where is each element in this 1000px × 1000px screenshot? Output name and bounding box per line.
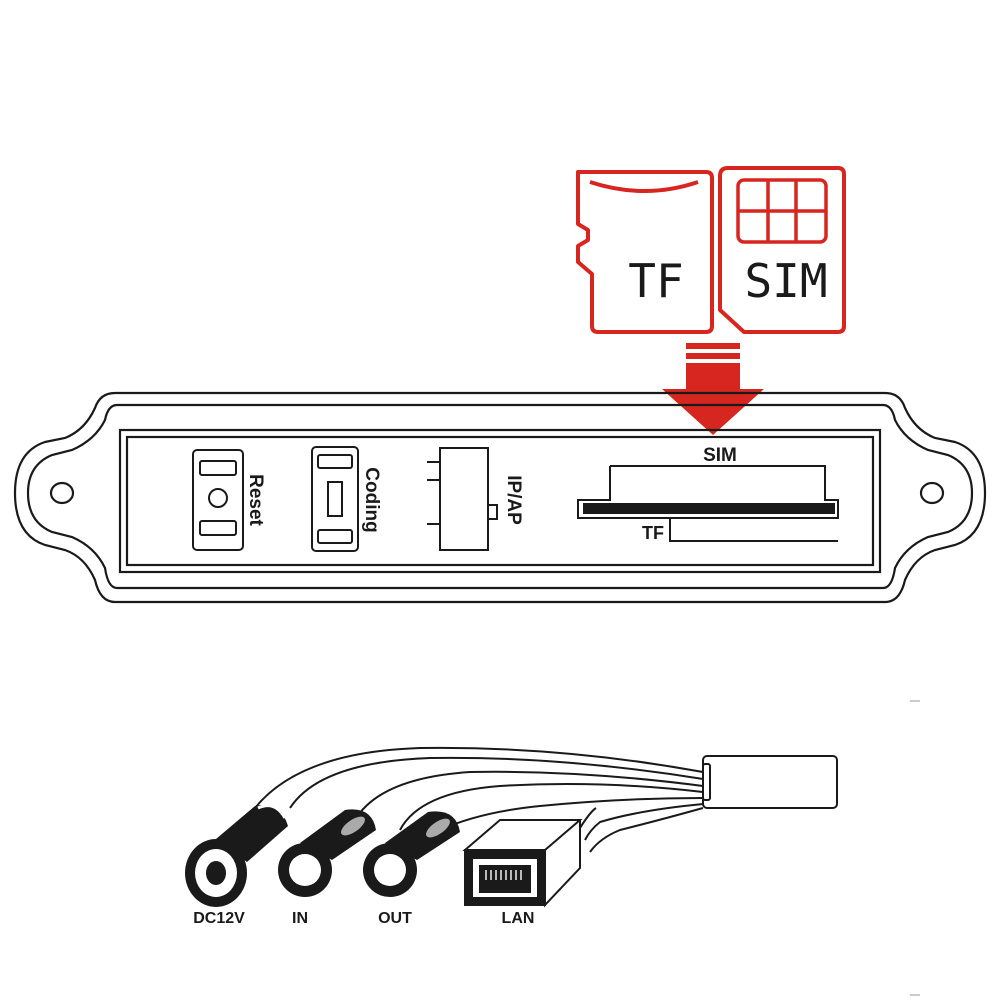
ipap-label: IP/AP [503, 475, 524, 525]
coding-switch[interactable] [311, 446, 359, 552]
video-in-connector [278, 809, 376, 897]
cable-assembly [254, 746, 838, 853]
sim-card-icon: SIM [718, 166, 846, 334]
control-panel [118, 428, 882, 574]
sim-chip-icon [736, 178, 828, 244]
ipap-switch[interactable] [427, 447, 498, 551]
coding-label: Coding [361, 467, 382, 532]
dc-power-jack [185, 804, 288, 907]
reset-button[interactable] [192, 449, 244, 551]
video-out-connector [363, 811, 460, 897]
cable-junction-box [702, 755, 838, 809]
out-label: OUT [378, 910, 412, 927]
in-label: IN [292, 910, 308, 927]
reset-label: Reset [245, 474, 266, 526]
right-screw-hole [919, 481, 945, 505]
lan-socket-icon [479, 865, 531, 893]
lan-label: LAN [502, 910, 535, 927]
left-screw-hole [49, 481, 75, 505]
dc12v-label: DC12V [193, 910, 245, 927]
tf-card-label: TF [628, 254, 683, 308]
mounting-bracket [13, 391, 987, 604]
tf-card-icon: TF [576, 170, 714, 334]
lan-port [462, 807, 597, 908]
sim-tf-card-slot[interactable] [577, 465, 839, 542]
insert-arrow-icon [662, 343, 764, 435]
sim-slot-label: SIM [703, 445, 737, 466]
sim-card-label: SIM [744, 254, 827, 308]
tf-slot-label: TF [642, 523, 664, 543]
